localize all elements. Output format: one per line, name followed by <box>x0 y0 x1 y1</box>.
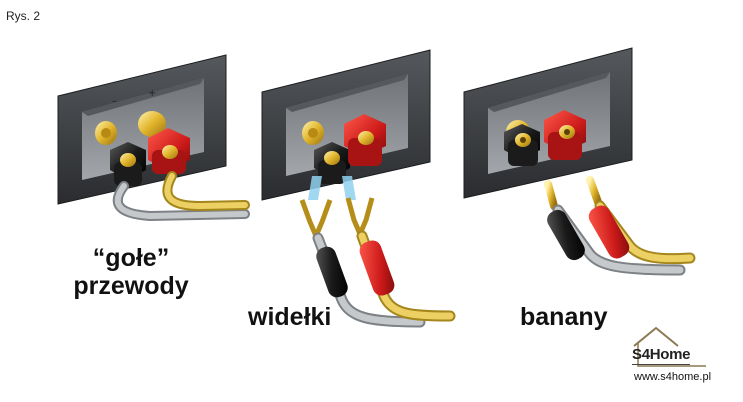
plus-mark: + <box>148 88 156 99</box>
panel-banana-plugs <box>463 47 696 276</box>
caption-bare-wires-line2: przewody <box>73 272 189 300</box>
caption-bare-wires-line1: “gołe” <box>92 244 170 272</box>
caption-spades: widełki <box>248 303 332 331</box>
brand-logo: S4Home <box>630 328 712 368</box>
caption-bananas: banany <box>520 303 608 331</box>
caption-bare-wires: “gołe” przewody <box>66 244 196 300</box>
figure-label: Rys. 2 <box>6 9 41 23</box>
website-link[interactable]: www.s4home.pl <box>634 371 712 383</box>
house-logo-icon <box>633 326 706 367</box>
brand-name: S4Home <box>632 346 691 365</box>
panel-spade-connectors <box>261 49 456 328</box>
minus-mark: – <box>112 96 117 107</box>
panel-bare-wires: – + <box>57 54 250 222</box>
